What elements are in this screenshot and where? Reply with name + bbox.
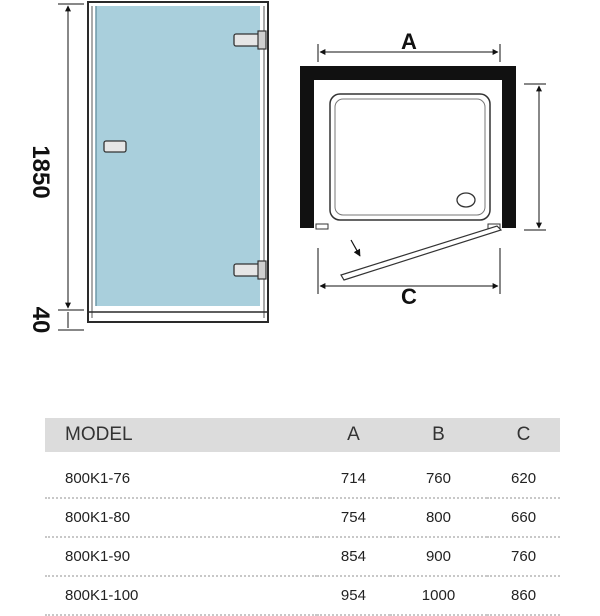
drain-icon <box>456 192 476 208</box>
cell-model: 800K1-76 <box>45 452 317 499</box>
table-header-row: MODEL A B C <box>45 418 560 452</box>
cell-c: 660 <box>487 498 560 538</box>
cell-a: 754 <box>317 498 390 538</box>
base-dimension: 40 <box>27 307 84 334</box>
cell-model: 800K1-90 <box>45 537 317 577</box>
cell-b: 800 <box>389 498 488 538</box>
door-handle <box>103 140 127 153</box>
header-a: A <box>317 418 390 452</box>
cell-a: 714 <box>317 452 390 499</box>
cell-c: 860 <box>487 576 560 616</box>
header-model: MODEL <box>45 418 317 452</box>
opening-c-label: C <box>401 284 417 309</box>
shower-door-diagram: 1850 40 A <box>27 1 546 334</box>
height-dimension: 1850 <box>27 3 84 311</box>
cell-c: 760 <box>487 537 560 577</box>
base-label: 40 <box>27 307 54 334</box>
cell-c: 620 <box>487 452 560 499</box>
header-b: B <box>389 418 488 452</box>
door-elevation <box>87 1 269 323</box>
door-swing <box>340 225 503 281</box>
shower-tray-plan <box>300 66 516 230</box>
swing-arrow-icon <box>350 239 361 257</box>
glass-panel <box>96 6 260 306</box>
dimensions-table: MODEL A B C 800K1-76 714 760 620 800K1-8… <box>45 418 560 616</box>
hinge-top <box>233 30 267 50</box>
cell-model: 800K1-100 <box>45 576 317 616</box>
depth-b-dimension <box>524 83 546 231</box>
cell-b: 760 <box>389 452 488 499</box>
table-row: 800K1-100 954 1000 860 <box>45 576 560 616</box>
cell-b: 1000 <box>389 576 488 616</box>
table-row: 800K1-80 754 800 660 <box>45 498 560 538</box>
height-label: 1850 <box>27 145 54 198</box>
cell-model: 800K1-80 <box>45 498 317 538</box>
table-row: 800K1-76 714 760 620 <box>45 452 560 499</box>
width-a-dimension: A <box>317 29 501 62</box>
cell-a: 854 <box>317 537 390 577</box>
tray-basin <box>329 93 491 221</box>
opening-c-dimension: C <box>317 248 501 309</box>
cell-a: 954 <box>317 576 390 616</box>
cell-b: 900 <box>389 537 488 577</box>
header-c: C <box>487 418 560 452</box>
table-row: 800K1-90 854 900 760 <box>45 537 560 577</box>
hinge-bottom <box>233 260 267 280</box>
width-a-label: A <box>401 29 417 54</box>
